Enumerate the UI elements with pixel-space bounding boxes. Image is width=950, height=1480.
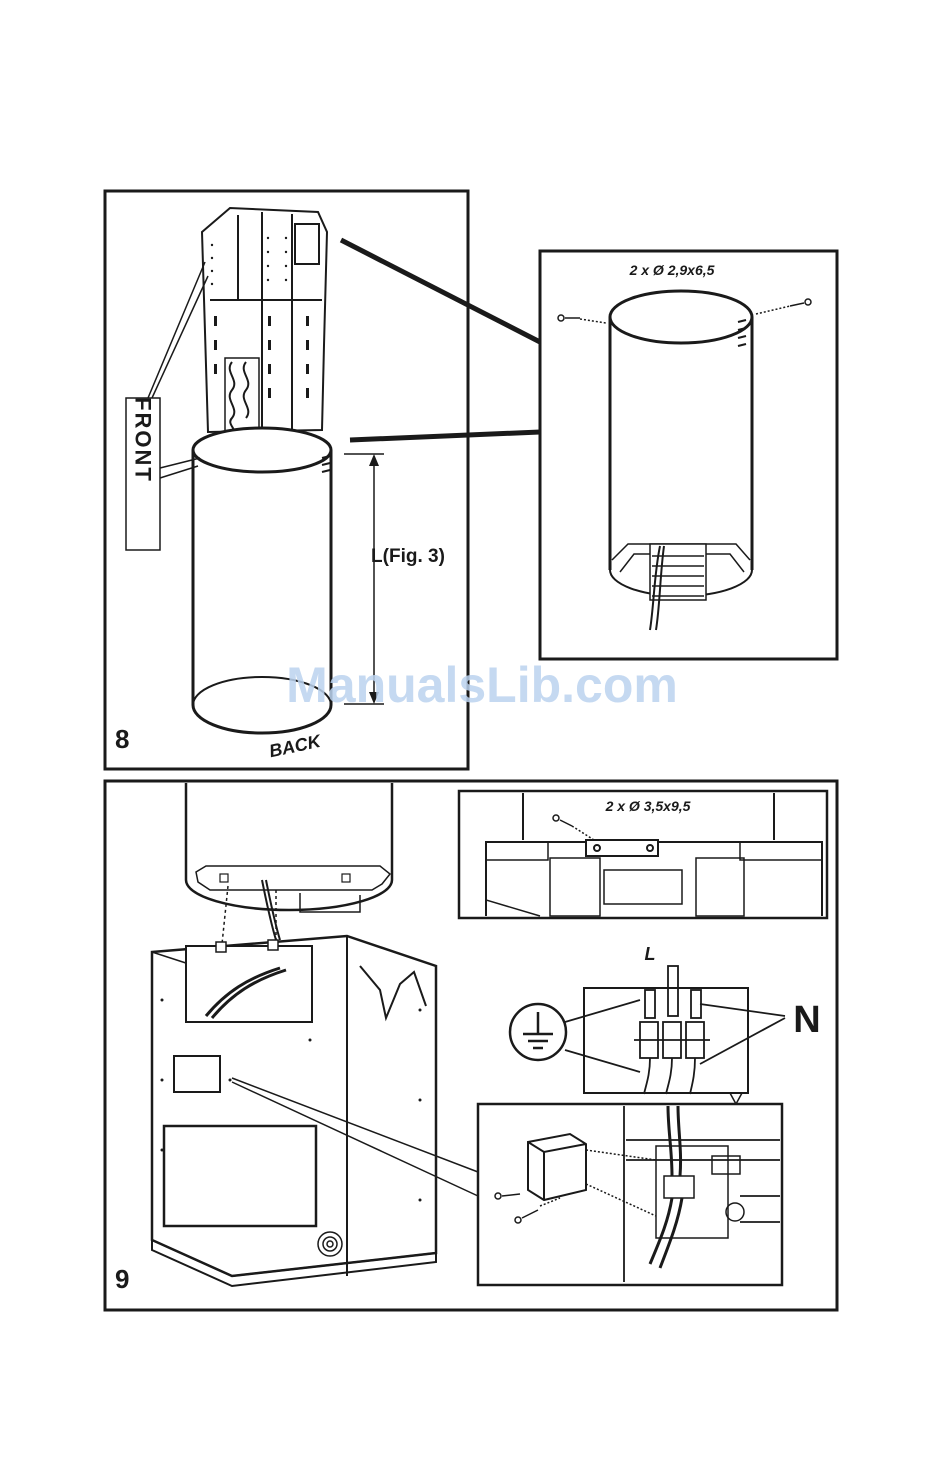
connector-detail bbox=[478, 1104, 782, 1285]
connector-cover-icon bbox=[528, 1134, 586, 1200]
top-detail-screw-label: 2 x Ø 3,5x9,5 bbox=[605, 798, 691, 814]
wiring-diagram-pointer bbox=[730, 1093, 742, 1104]
figure-9-top-detail: 2 x Ø 3,5x9,5 bbox=[459, 791, 827, 918]
neutral-label: N bbox=[793, 999, 820, 1041]
figure-9-number: 9 bbox=[115, 1264, 129, 1294]
connector-detail-frame bbox=[478, 1104, 782, 1285]
ground-earth-icon bbox=[510, 1004, 566, 1060]
front-label: FRONT bbox=[131, 397, 156, 483]
figure-8-detail: 2 x Ø 2,9x6,5 bbox=[540, 251, 837, 659]
zoom-wedge bbox=[341, 240, 540, 440]
figure-8-number: 8 bbox=[115, 724, 129, 754]
wiring-diagram: L N bbox=[510, 944, 821, 1104]
figure-9: 2 x Ø 3,5x9,5 L bbox=[105, 781, 837, 1310]
chimney-bottom bbox=[186, 783, 392, 940]
watermark: ManualsLib.com bbox=[286, 657, 678, 713]
back-label: BACK bbox=[267, 731, 324, 762]
length-label: L(Fig. 3) bbox=[371, 546, 445, 567]
live-label: L bbox=[645, 944, 656, 964]
detail-screw-label: 2 x Ø 2,9x6,5 bbox=[629, 262, 715, 278]
